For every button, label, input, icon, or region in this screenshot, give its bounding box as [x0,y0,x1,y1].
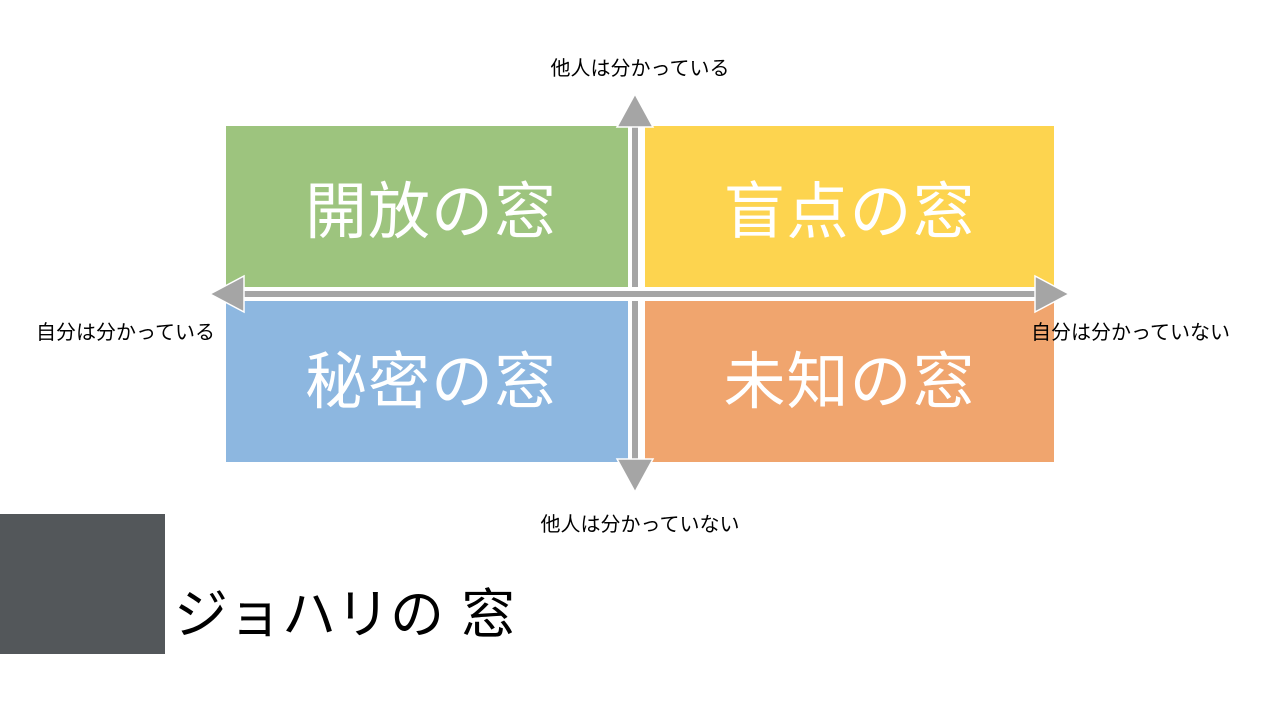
hidden-window-label: 秘密の窓 [304,345,557,418]
title-accent-block [0,514,165,654]
hidden-window-quadrant: 秘密の窓 [226,298,636,462]
blind-window-label: 盲点の窓 [723,175,976,248]
axis-label-left: 自分は分かっている [36,320,215,344]
right-arrow-head [1034,274,1071,314]
slide-title: ジョハリの 窓 [174,583,516,646]
open-window-quadrant: 開放の窓 [226,126,636,294]
open-window-label: 開放の窓 [304,175,557,248]
up-arrow-head [615,92,655,128]
axis-label-right: 自分は分かっていない [1031,320,1230,344]
blind-window-quadrant: 盲点の窓 [645,126,1054,294]
unknown-window-quadrant: 未知の窓 [645,298,1054,462]
horizontal-axis [208,274,1071,314]
axis-label-top: 他人は分かっている [550,56,730,80]
horizontal-axis-line [236,291,1036,297]
axis-label-bottom: 他人は分かっていない [540,512,740,536]
left-arrow-head [208,274,245,314]
unknown-window-label: 未知の窓 [723,345,976,418]
down-arrow-head [615,458,655,494]
